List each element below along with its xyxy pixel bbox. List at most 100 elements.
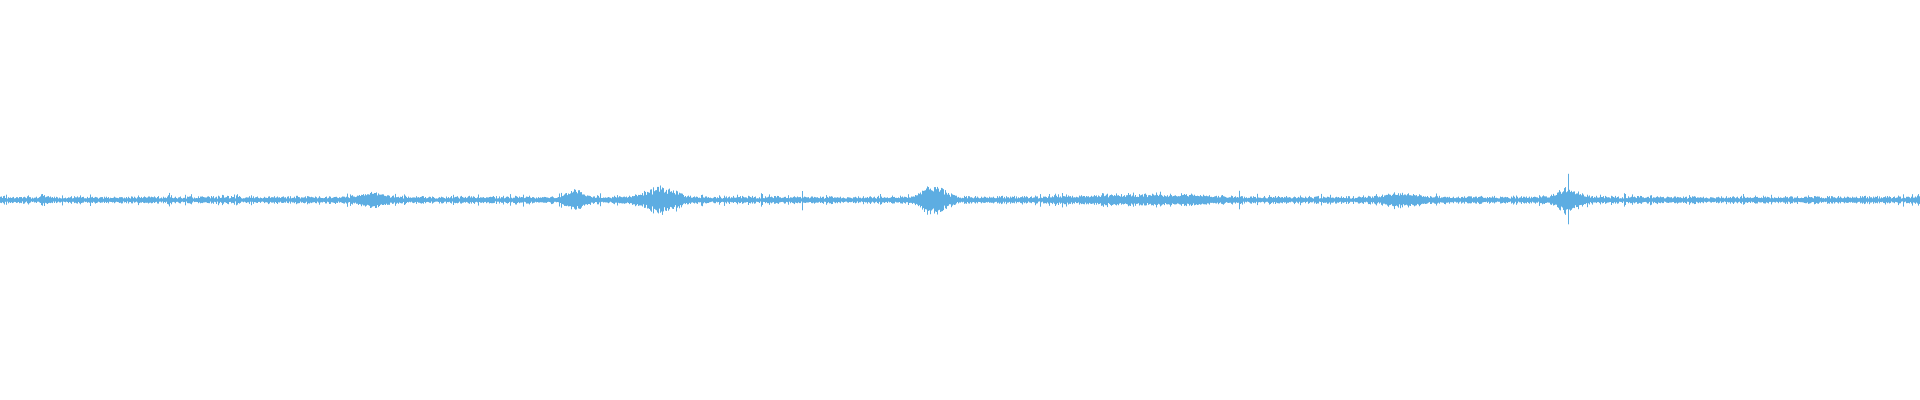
waveform-bar: [977, 196, 978, 204]
waveform-bar: [1164, 195, 1165, 206]
waveform-bar: [599, 197, 600, 203]
waveform-bar: [196, 198, 197, 202]
waveform-bar: [1323, 196, 1324, 203]
waveform-bar: [1123, 196, 1124, 205]
waveform-bar: [1349, 196, 1350, 203]
waveform-bar: [1836, 198, 1837, 202]
waveform-bar: [1346, 196, 1347, 204]
waveform-bar: [1339, 197, 1340, 203]
waveform-bar: [1183, 194, 1184, 204]
waveform-bar: [1082, 196, 1083, 204]
waveform-bar: [258, 197, 259, 202]
waveform-bar: [1652, 198, 1653, 202]
waveform-bar: [1423, 196, 1424, 204]
waveform-bar: [1112, 195, 1113, 205]
waveform-bar: [1024, 196, 1025, 204]
waveform-bar: [1377, 196, 1378, 204]
waveform-bar: [1749, 197, 1750, 202]
waveform-bar: [1487, 197, 1488, 203]
waveform-bar: [1725, 197, 1726, 202]
waveform-bar: [1008, 197, 1009, 203]
waveform-bar: [1249, 197, 1250, 203]
waveform-bar: [725, 197, 726, 203]
waveform-bar: [1535, 196, 1536, 204]
waveform-bar: [1761, 197, 1762, 203]
waveform-bar: [1904, 197, 1905, 203]
waveform-bar: [952, 194, 953, 206]
waveform-bar: [1166, 196, 1167, 205]
waveform-bar: [902, 196, 903, 204]
waveform-bar: [1872, 198, 1873, 202]
waveform-bar: [1232, 196, 1233, 205]
waveform-bar: [1817, 196, 1818, 204]
waveform-bar: [1780, 197, 1781, 203]
waveform-bar: [759, 197, 760, 203]
waveform-bar: [1519, 197, 1520, 203]
waveform-bar: [420, 197, 421, 204]
waveform-bar: [192, 197, 193, 203]
waveform-bar: [1231, 195, 1232, 204]
waveform-bar: [184, 197, 185, 202]
waveform-bar: [1576, 193, 1577, 208]
waveform-bar: [1059, 197, 1060, 203]
waveform-bar: [1336, 196, 1337, 204]
waveform-bar: [841, 198, 842, 202]
waveform-bar: [461, 195, 462, 204]
waveform-bar: [740, 196, 741, 203]
waveform-bar: [676, 190, 677, 212]
waveform-bar: [1722, 197, 1723, 203]
waveform-bar: [1701, 197, 1702, 202]
waveform-bar: [1071, 197, 1072, 203]
waveform-bar: [1315, 196, 1316, 203]
waveform-bar: [1586, 196, 1587, 204]
waveform-bar: [1412, 195, 1413, 205]
waveform-bar: [1818, 196, 1819, 204]
waveform-bar: [1820, 198, 1821, 202]
waveform-bar: [34, 197, 35, 203]
waveform-bar: [1253, 196, 1254, 204]
waveform-bar: [1738, 198, 1739, 203]
waveform-bar: [1099, 196, 1100, 204]
waveform-bar: [818, 197, 819, 203]
waveform-bar: [1103, 193, 1104, 207]
waveform-bar: [698, 197, 699, 203]
waveform-bar: [1180, 195, 1181, 205]
waveform-bar: [292, 197, 293, 203]
waveform-bar: [229, 198, 230, 202]
waveform-bar: [1174, 195, 1175, 205]
waveform-bar: [79, 197, 80, 204]
waveform-bar: [1225, 196, 1226, 203]
waveform-bar: [1084, 196, 1085, 205]
waveform-bar: [113, 197, 114, 203]
waveform-bar: [1615, 195, 1616, 204]
waveform-bar: [1687, 198, 1688, 202]
waveform-bar: [156, 198, 157, 202]
waveform-bar: [1246, 197, 1247, 203]
waveform-bar: [630, 196, 631, 204]
waveform-bar: [1496, 197, 1497, 203]
waveform-bar: [1781, 197, 1782, 203]
waveform-bar: [898, 197, 899, 203]
waveform-bar: [1844, 196, 1845, 204]
waveform-bar: [452, 198, 453, 202]
waveform-bar: [61, 198, 62, 202]
waveform-bar: [575, 189, 576, 210]
waveform-bar: [667, 193, 668, 209]
waveform-bar: [1580, 194, 1581, 205]
waveform-bar: [564, 194, 565, 206]
waveform-bar: [46, 196, 47, 204]
waveform-bar: [1717, 197, 1718, 203]
waveform-bar: [1549, 197, 1550, 203]
waveform-bar: [1592, 196, 1593, 205]
waveform-bar: [519, 196, 520, 204]
waveform-bar: [600, 193, 601, 207]
waveform-bar: [1703, 196, 1704, 204]
waveform-bar: [189, 196, 190, 204]
waveform-bar: [1195, 195, 1196, 205]
waveform-bar: [77, 196, 78, 204]
waveform-bar: [217, 198, 218, 202]
waveform-bar: [970, 197, 971, 203]
waveform-bar: [27, 196, 28, 204]
waveform-bar: [1143, 196, 1144, 204]
